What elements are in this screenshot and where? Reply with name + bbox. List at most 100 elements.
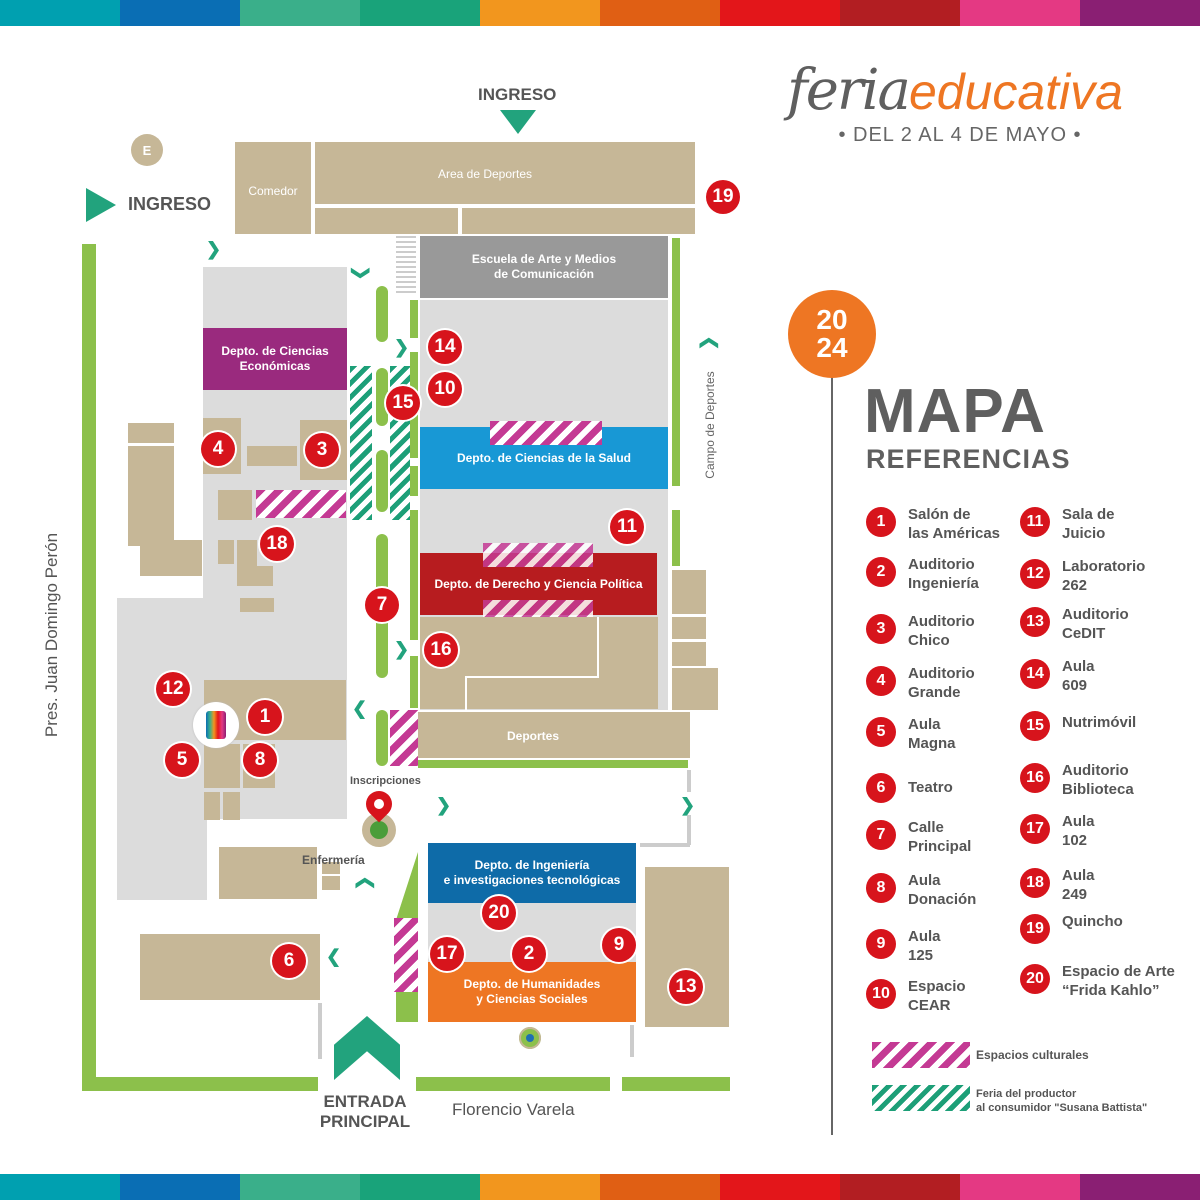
pin-4[interactable]: 4 <box>201 432 235 466</box>
inscripciones-label: Inscripciones <box>350 775 421 787</box>
arrow-left-icon: ❯ <box>352 701 368 721</box>
enfermeria-building <box>219 847 317 899</box>
path-line <box>318 1003 322 1059</box>
area-deportes-annex-1 <box>315 208 458 234</box>
entrada-principal-arrow-icon <box>334 1016 400 1080</box>
pin-3[interactable]: 3 <box>305 433 339 467</box>
arrow-down-icon: ❯ <box>351 265 372 281</box>
deportes-curb <box>418 760 688 768</box>
small-building-f <box>240 598 274 612</box>
pin-6[interactable]: 6 <box>272 944 306 978</box>
legend-label: Sala de Juicio <box>1062 506 1115 542</box>
legend-label: Auditorio Grande <box>908 665 975 701</box>
pin-7[interactable]: 7 <box>365 588 399 622</box>
path-line <box>630 1025 634 1057</box>
legend-label: Quincho <box>1062 913 1123 930</box>
area-deportes-label: Area de Deportes <box>437 167 533 181</box>
legend-item[interactable]: 2 Auditorio Ingeniería <box>866 555 979 593</box>
biblioteca-divider-h <box>465 676 599 678</box>
east-curb-4 <box>410 510 418 640</box>
legend-label: Calle Principal <box>908 819 972 855</box>
legend-label: Laboratorio 262 <box>1062 558 1146 594</box>
pin-8[interactable]: 8 <box>243 743 277 777</box>
legend-pin: 16 <box>1020 763 1050 793</box>
arrow-up-icon: ❯ <box>353 875 374 891</box>
legend-item[interactable]: 7 Calle Principal <box>866 818 971 856</box>
wall-bottom-3 <box>622 1077 730 1091</box>
year-line <box>831 360 833 1135</box>
pin-14[interactable]: 14 <box>428 330 462 364</box>
biblioteca-building <box>420 617 658 709</box>
east-curb-1 <box>410 300 418 338</box>
road-florencio-varela: Florencio Varela <box>452 1100 575 1119</box>
pin-5[interactable]: 5 <box>165 743 199 777</box>
pin-10[interactable]: 10 <box>428 372 462 406</box>
espacio-cultural-zone <box>256 490 346 518</box>
pin-13[interactable]: 13 <box>669 970 703 1004</box>
legend-pin: 12 <box>1020 559 1050 589</box>
espacio-cultural-deportes <box>390 710 418 766</box>
arrow-right-icon: ❯ <box>206 239 222 259</box>
legend-pin: 10 <box>866 979 896 1009</box>
legend-label: Aula 609 <box>1062 658 1095 694</box>
humanidades-building: Depto. de Humanidades y Ciencias Sociale… <box>428 962 636 1022</box>
campo-curb-1 <box>672 238 680 486</box>
wall-bottom-2 <box>416 1077 610 1091</box>
pin-20[interactable]: 20 <box>482 896 516 930</box>
small-building-c <box>218 540 234 564</box>
pin-15[interactable]: 15 <box>386 386 420 420</box>
legend-pin: 2 <box>866 557 896 587</box>
legend-pin: 1 <box>866 507 896 537</box>
legend-pin: 9 <box>866 929 896 959</box>
legend-label: Aula 102 <box>1062 813 1095 849</box>
enfermeria-label: Enfermería <box>302 853 365 867</box>
entrada-principal-label: ENTRADA PRINCIPAL <box>319 1092 411 1131</box>
enfermeria-annex-1 <box>322 862 340 874</box>
arrow-right-icon: ❯ <box>394 639 410 659</box>
pin-17[interactable]: 17 <box>430 937 464 971</box>
legend-item[interactable]: 12 Laboratorio 262 <box>1020 557 1145 595</box>
area-deportes-building <box>315 142 695 204</box>
pin-9[interactable]: 9 <box>602 928 636 962</box>
legend-pin: 15 <box>1020 711 1050 741</box>
legend-pin: 7 <box>866 820 896 850</box>
feria-productor-swatch <box>872 1085 970 1111</box>
top-color-bar <box>0 0 1200 26</box>
legend-label: Auditorio Ingeniería <box>908 556 979 592</box>
legend-label: Aula 125 <box>908 928 941 964</box>
pin-16[interactable]: 16 <box>424 633 458 667</box>
pin-2[interactable]: 2 <box>512 937 546 971</box>
pin-12[interactable]: 12 <box>156 672 190 706</box>
map-title: MAPA <box>864 377 1046 446</box>
legend-label: Auditorio CeDIT <box>1062 606 1129 642</box>
pin-18[interactable]: 18 <box>260 527 294 561</box>
deportes-building <box>418 712 690 758</box>
pin-19[interactable]: 19 <box>706 180 740 214</box>
west-building-2 <box>128 446 174 546</box>
pin-11[interactable]: 11 <box>610 510 644 544</box>
feria-productor-label: Feria del productor al consumidor "Susan… <box>976 1088 1148 1114</box>
pin-1[interactable]: 1 <box>248 700 282 734</box>
ingreso-left-label: INGRESO <box>128 194 212 214</box>
legend-label: Auditorio Chico <box>908 613 975 649</box>
calle-median-3 <box>376 450 388 512</box>
legend-item[interactable]: 9 Aula 125 <box>866 927 941 965</box>
espacio-cultural-south <box>394 918 418 992</box>
